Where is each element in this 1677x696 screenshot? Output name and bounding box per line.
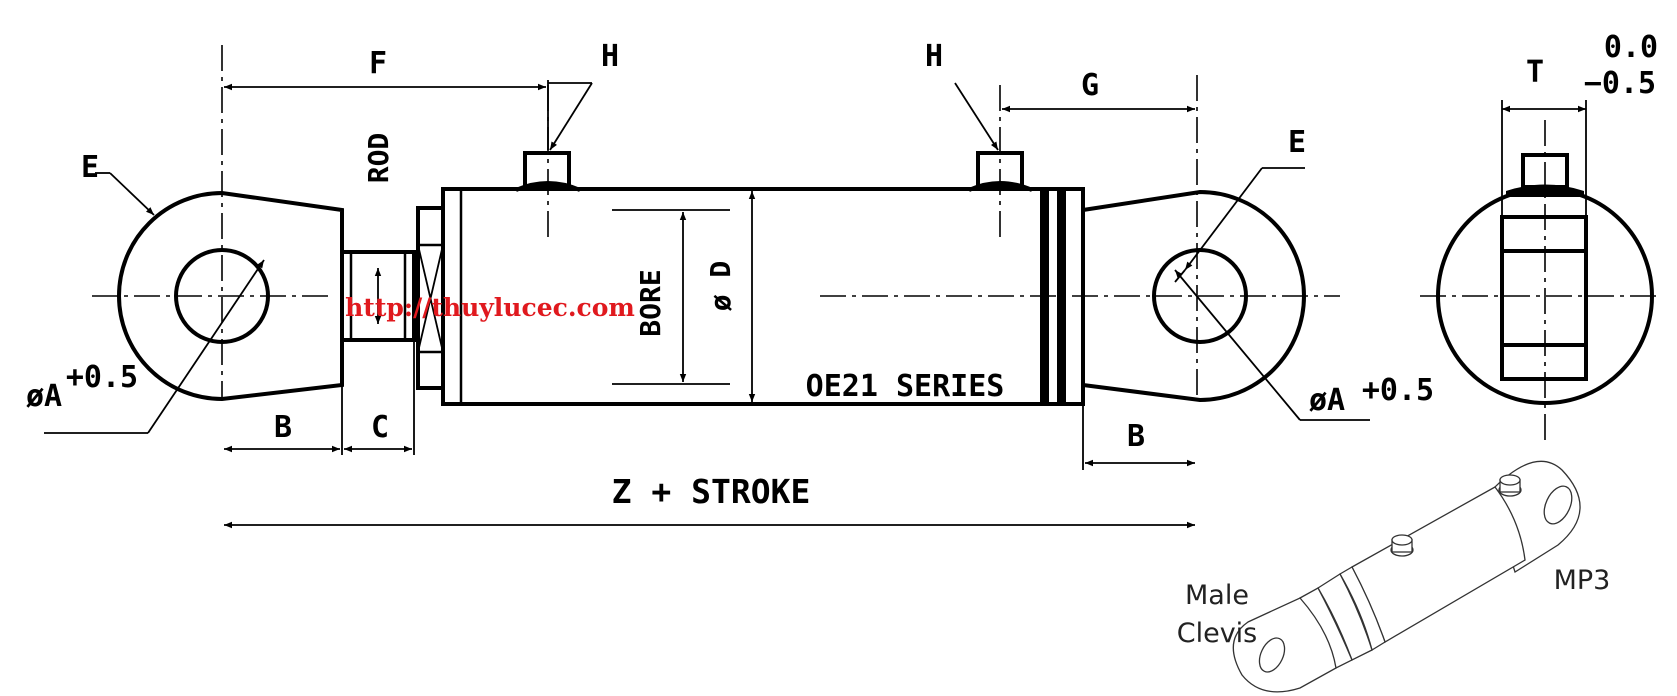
labels: F H H G T 0.0 −0.5 E E ROD BORE ø D OE21…: [26, 30, 1658, 649]
dim-label-b-right: B: [1127, 419, 1145, 454]
watermark-url: http://thuylucec.com: [345, 293, 635, 322]
iso-label-mount: MP3: [1554, 565, 1611, 596]
dim-label-h-left: H: [601, 39, 619, 74]
iso-label-male: Male: [1185, 580, 1249, 611]
left-clevis-eye: [117, 190, 344, 402]
dim-label-c: C: [371, 410, 389, 445]
tolerance-lower: −0.5: [1584, 66, 1656, 101]
dim-label-e-right: E: [1288, 125, 1306, 160]
dim-label-t: T: [1526, 55, 1544, 90]
dim-label-e-left: E: [81, 150, 99, 185]
rod-neck: [340, 250, 416, 342]
rod-label: ROD: [362, 133, 395, 184]
leader-lines: [44, 82, 1370, 434]
dimension-lines: [224, 80, 1195, 529]
bore-label: BORE: [634, 269, 667, 336]
pin-tol-left: +0.5: [66, 360, 138, 395]
pin-label-right: øA: [1309, 383, 1345, 418]
port-left: [515, 151, 581, 192]
dim-label-h-right: H: [925, 39, 943, 74]
series-label: OE21 SERIES: [806, 369, 1005, 404]
iso-label-clevis: Clevis: [1177, 618, 1258, 649]
pin-tol-right: +0.5: [1362, 373, 1434, 408]
dim-label-b-left: B: [274, 410, 292, 445]
dim-label-g: G: [1081, 68, 1099, 103]
port-right: [968, 151, 1033, 192]
overall-length-label: Z + STROKE: [612, 472, 811, 511]
tolerance-upper: 0.0: [1604, 30, 1658, 65]
side-view: [1436, 100, 1654, 405]
od-label: ø D: [704, 261, 737, 312]
pin-label-left: øA: [26, 379, 62, 414]
isometric-preview: [1232, 460, 1581, 693]
dim-label-f: F: [369, 46, 387, 81]
bore-dimension: [612, 209, 730, 385]
